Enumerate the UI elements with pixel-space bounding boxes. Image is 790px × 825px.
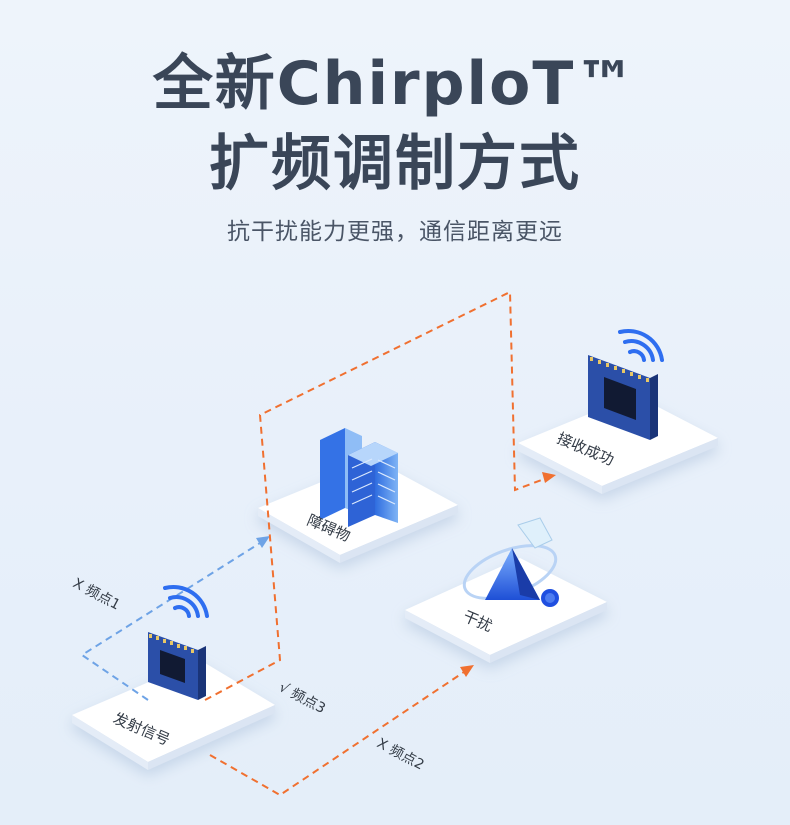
freq1-label: X 频点1 xyxy=(70,575,123,613)
path-freq2 xyxy=(209,665,474,797)
path-freq1 xyxy=(80,536,270,701)
receive-wifi-icon xyxy=(618,328,664,362)
title-line-1: 全新ChirploT™ xyxy=(152,49,638,119)
platform-receive xyxy=(518,395,718,494)
building-icon xyxy=(320,428,398,527)
receive-module-icon xyxy=(588,355,658,440)
platform-transmit xyxy=(72,660,275,770)
transmit-module-icon xyxy=(148,632,206,700)
platform-interference xyxy=(405,558,607,663)
transmit-wifi-icon xyxy=(163,584,209,618)
title-line-2: 扩频调制方式 xyxy=(209,129,581,199)
freq2-label: X 频点2 xyxy=(374,735,427,773)
path-freq3 xyxy=(204,290,556,701)
interference-icon xyxy=(462,517,559,607)
freq3-label: √ 频点3 xyxy=(276,679,328,717)
subtitle: 抗干扰能力更强，通信距离更远 xyxy=(227,219,563,245)
